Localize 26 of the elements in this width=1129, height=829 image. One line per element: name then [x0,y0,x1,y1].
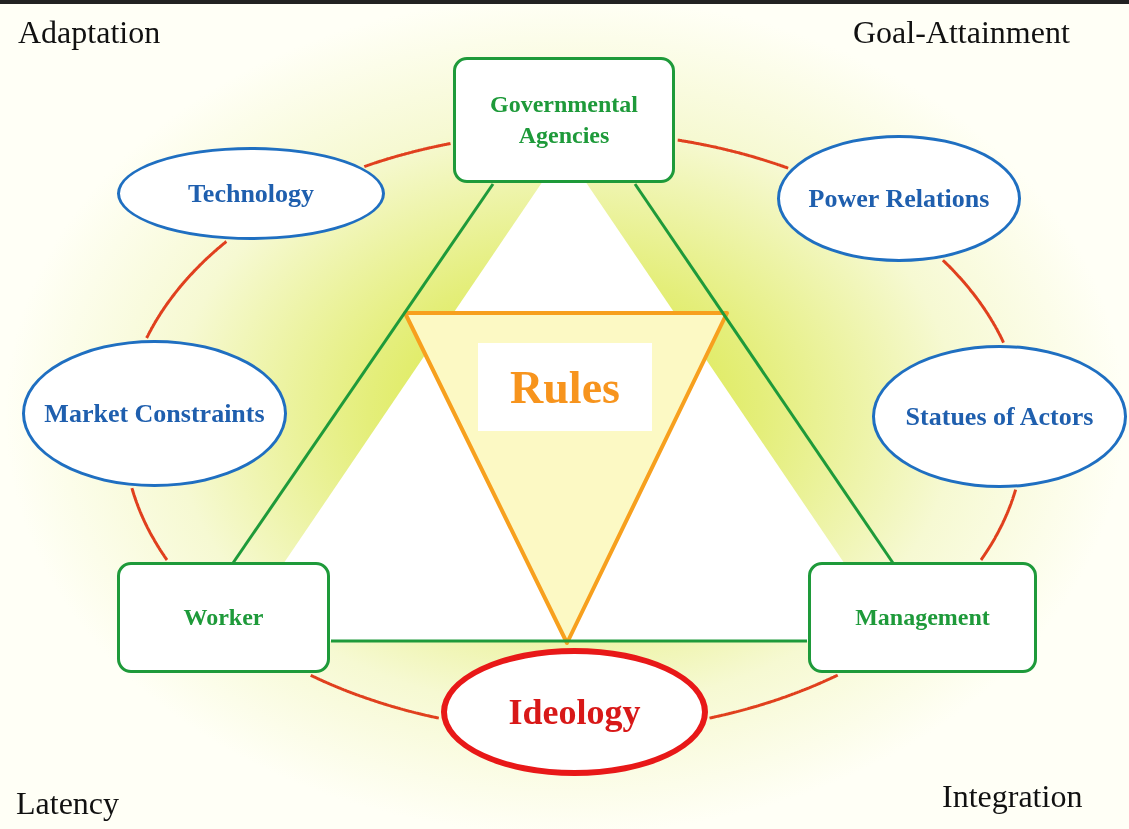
ring-connector [363,142,452,168]
corner-label: Goal-Attainment [853,14,1070,51]
node-text: Worker [182,602,265,632]
connector-line [633,183,895,564]
rounded-box [117,562,330,673]
node-text: Technology [186,177,316,210]
title-text: Rules [510,360,620,414]
ring-connector [708,673,839,720]
corner-label: Latency [16,785,120,822]
connector-line [331,639,807,643]
node-text: Management [854,602,991,632]
connector-line [231,183,495,564]
corner-label: Integration [942,778,1083,815]
ring-connector [145,240,228,340]
ring-connector [310,673,440,720]
node-text: Governmental Agencies [489,89,639,150]
node-text: Ideology [507,690,642,734]
node-text: Market Constraints [43,397,266,430]
node-text: Statues of Actors [904,400,1095,433]
rounded-box [453,57,675,183]
ring-connector [979,488,1018,561]
title-box [478,343,652,431]
ring-connector [130,487,169,561]
corner-label: Adaptation [18,14,161,51]
rounded-box [808,562,1037,673]
node-text: Power Relations [807,182,991,215]
